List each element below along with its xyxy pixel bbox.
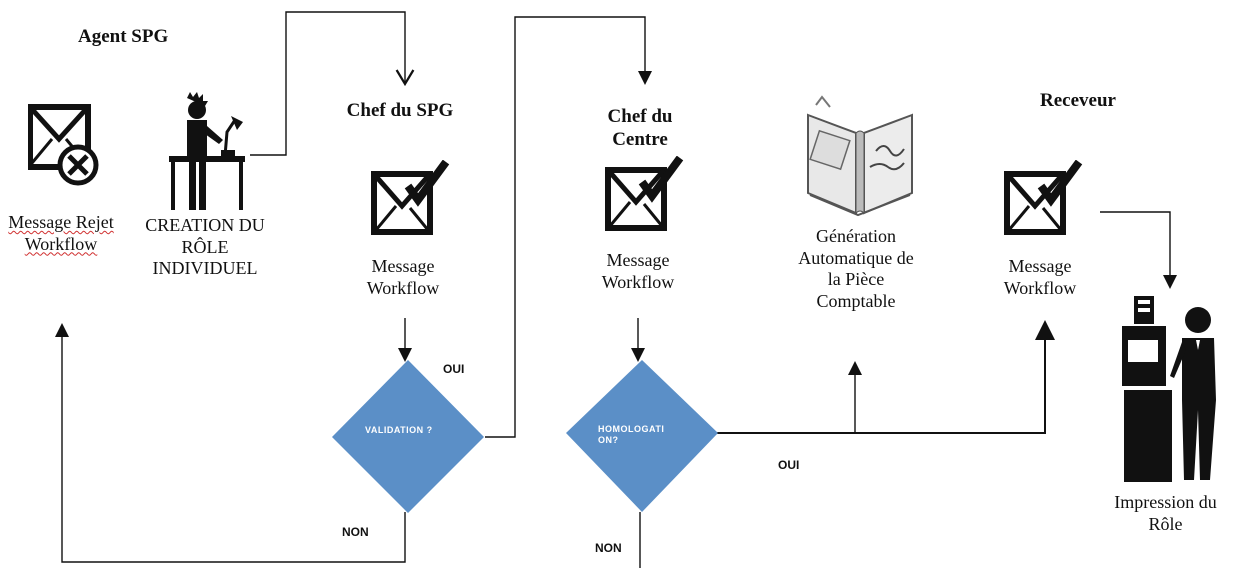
person-desk-icon xyxy=(169,92,245,210)
heading-receveur: Receveur xyxy=(1040,90,1116,111)
cashier-icon xyxy=(1122,296,1216,482)
heading-agent-spg: Agent SPG xyxy=(78,26,169,47)
edge-label-oui-1: OUI xyxy=(443,362,465,376)
homologation-diamond xyxy=(566,360,718,512)
edge-msg3-to-impression xyxy=(1100,211,1177,289)
impression-label: Impression du Rôle xyxy=(1114,492,1217,534)
envelope-check-icon xyxy=(605,156,684,231)
edge-label-oui-2: OUI xyxy=(778,458,800,472)
creation-label: CREATION DU RÔLE INDIVIDUEL xyxy=(145,215,265,279)
envelope-check-icon xyxy=(371,160,450,235)
envelope-check-icon xyxy=(1004,160,1083,235)
edge-label-non-1: NON xyxy=(342,525,369,539)
heading-chef-spg: Chef du SPG xyxy=(346,100,454,121)
validation-diamond xyxy=(332,360,484,513)
generation-label: Génération Automatique de la Pièce Compt… xyxy=(798,226,914,311)
heading-chef-centre: Chef du Centre xyxy=(607,106,673,150)
book-icon xyxy=(807,95,913,217)
validation-label: VALIDATION ? xyxy=(365,425,433,435)
edge-validation-oui xyxy=(485,16,652,438)
rejet-label: Message Rejet Workflow xyxy=(8,212,114,254)
msg1-label: Message Workflow xyxy=(366,256,440,298)
msg2-label: Message Workflow xyxy=(601,250,675,292)
homologation-label: HOMOLOGATI ON? xyxy=(598,424,665,445)
edge-label-non-2: NON xyxy=(595,541,622,555)
edge-creation-to-chef-spg xyxy=(250,11,415,156)
msg3-label: Message Workflow xyxy=(1003,256,1077,298)
envelope-x-icon xyxy=(28,104,99,186)
edge-homologation-oui xyxy=(712,320,1055,434)
edge-validation-non xyxy=(55,323,406,563)
